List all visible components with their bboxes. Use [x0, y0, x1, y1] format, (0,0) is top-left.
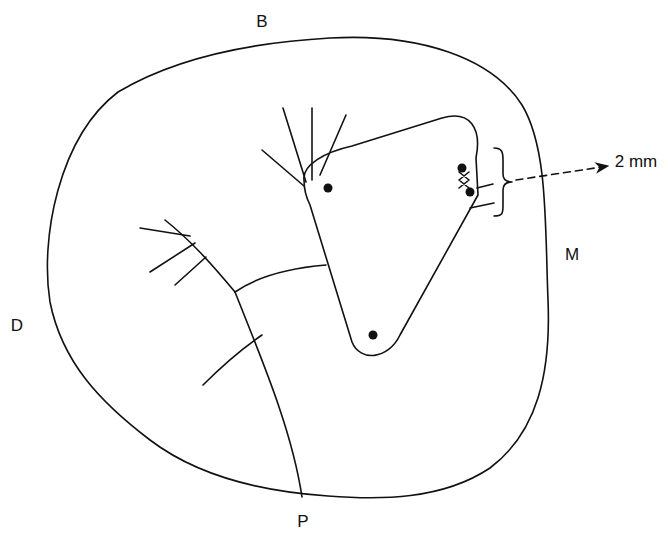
dot	[324, 184, 333, 193]
groove	[175, 257, 206, 285]
surface-label: M	[565, 246, 579, 265]
groove	[150, 243, 195, 272]
dimension-label: 2 mm	[615, 153, 658, 172]
hatch	[459, 172, 469, 188]
dot	[369, 331, 378, 340]
groove	[203, 335, 262, 385]
dot	[458, 164, 467, 173]
fissure	[477, 184, 493, 188]
groove	[235, 265, 326, 292]
groove	[140, 228, 190, 236]
fissure	[470, 203, 494, 208]
tooth-outline	[47, 37, 548, 497]
dimension-arrow	[516, 166, 608, 180]
surface-label: B	[256, 13, 267, 32]
surface-label: D	[11, 317, 23, 336]
fissure	[311, 108, 313, 180]
groove	[235, 292, 302, 497]
bracket	[494, 148, 512, 216]
fissure	[262, 150, 304, 186]
fissure	[320, 115, 346, 175]
surface-label: P	[297, 513, 308, 532]
dot	[466, 188, 475, 197]
